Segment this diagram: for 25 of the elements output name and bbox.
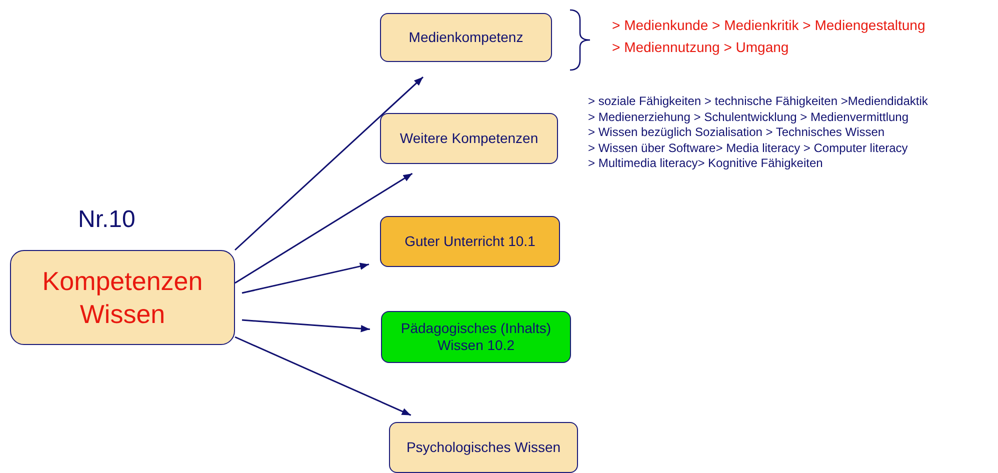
rounded-box: [389, 422, 578, 473]
arrow: [242, 319, 370, 332]
note-text: > Wissen bezüglich Sozialisation > Technisches Wissen: [588, 125, 885, 139]
box-label: Guter Unterricht 10.1: [404, 232, 536, 250]
rounded-box: [380, 113, 558, 164]
note-text: > Medienkunde > Medienkritik > Mediengestaltung: [612, 17, 926, 33]
rounded-box: [380, 216, 560, 267]
box-label: Weitere Kompetenzen: [400, 130, 538, 148]
arrow: [234, 76, 424, 251]
note-text: > Multimedia literacy> Kognitive Fähigkeiten: [588, 156, 823, 170]
note-text: > Wissen über Software> Media literacy > Computer literacy: [588, 140, 908, 154]
box-label: Psychologisches Wissen: [406, 438, 561, 456]
rounded-box: [381, 311, 571, 363]
box-label: Kompetenzen Wissen: [41, 265, 204, 330]
arrow: [234, 336, 412, 416]
heading: Nr.10: [78, 206, 136, 234]
note-text: > Medienerziehung > Schulentwicklung > Medienvermittlung: [588, 110, 909, 124]
note-text: > soziale Fähigkeiten > technische Fähigkeiten >Mediendidaktik: [588, 94, 928, 108]
arrow: [234, 172, 413, 284]
box-label: Medienkompetenz: [408, 28, 524, 46]
note-text: > Mediennutzung > Umgang: [612, 39, 789, 55]
rounded-box: [380, 13, 552, 62]
rounded-box: [10, 250, 235, 345]
arrow: [242, 262, 370, 294]
box-label: Pädagogisches (Inhalts) Wissen 10.2: [400, 320, 552, 354]
